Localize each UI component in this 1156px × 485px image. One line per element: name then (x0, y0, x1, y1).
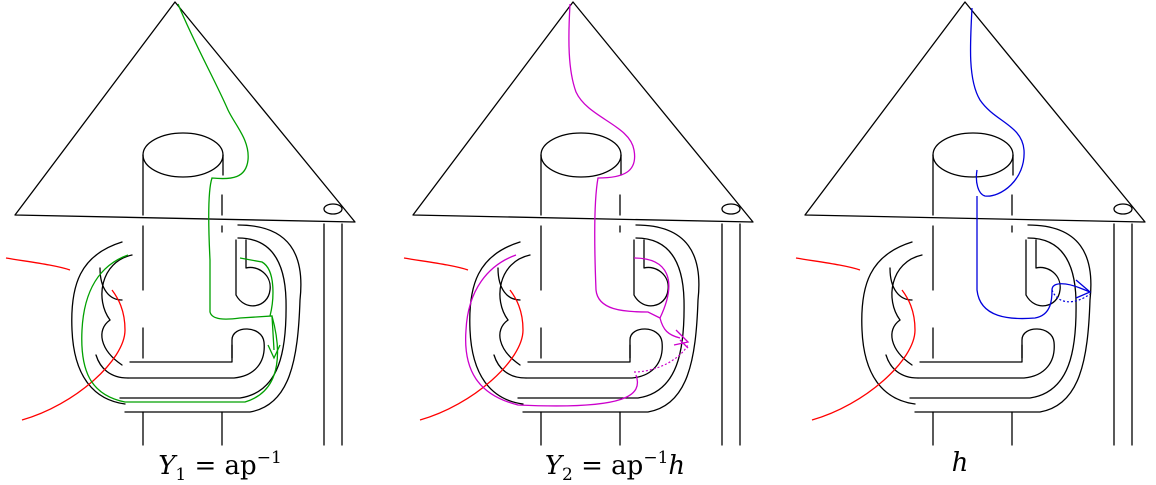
knot-diagram (5, 1, 356, 446)
panel-3 (795, 1, 1146, 446)
blue-curve (969, 7, 1091, 320)
label-panel-2: Y2 = ap−1h (544, 448, 686, 485)
magenta-arrow (673, 329, 690, 346)
label-panel-1: Y1 = ap−1 (158, 448, 282, 485)
blue-dotted (1051, 289, 1091, 303)
label-panel-3: h (951, 448, 969, 478)
magenta-curve (464, 3, 689, 407)
magenta-dotted (633, 344, 689, 373)
green-curve (81, 3, 279, 403)
green-arrow (267, 344, 281, 360)
knot-diagram (795, 1, 1146, 446)
panel-2 (403, 1, 754, 446)
knot-diagram (403, 1, 754, 446)
panel-1 (5, 1, 356, 446)
blue-arrow (1075, 279, 1092, 299)
